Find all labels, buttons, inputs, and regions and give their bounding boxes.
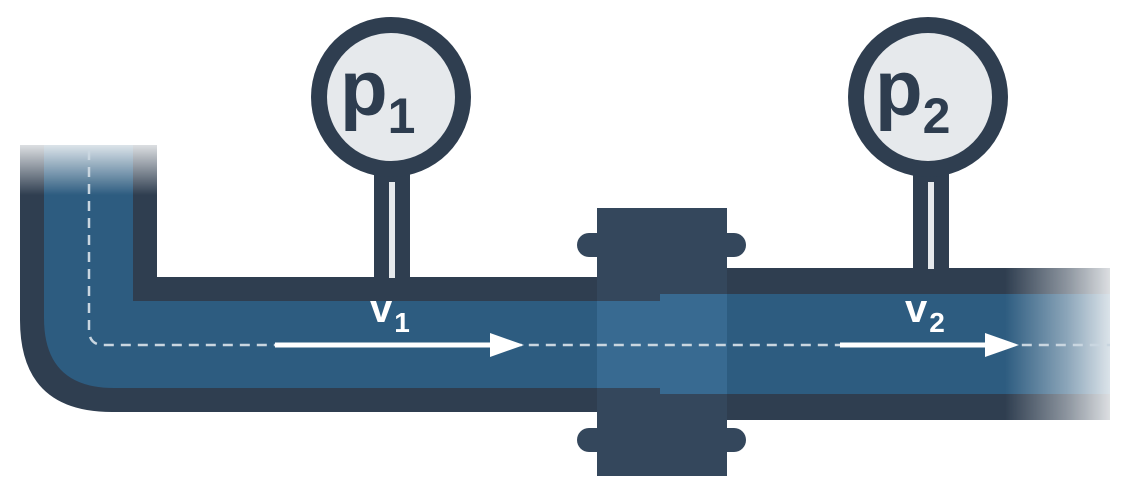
left-pipe-fluid xyxy=(44,145,600,388)
pressure-gauge-1: p1 xyxy=(311,17,471,280)
velocity-arrow-2-head xyxy=(985,333,1019,357)
left-pipe-fade xyxy=(0,135,175,195)
velocity-label-2: v2 xyxy=(905,287,945,338)
streamline xyxy=(87,150,1110,347)
gauge-1-face xyxy=(327,33,455,161)
velocity-label-1: v1 xyxy=(370,287,410,338)
flange-fluid xyxy=(597,294,727,394)
pressure-gauge-2: p2 xyxy=(848,17,1008,271)
gauge-2-label: p2 xyxy=(875,44,950,144)
velocity-arrow-1-head xyxy=(490,333,524,357)
gauge-1-label: p1 xyxy=(340,44,415,144)
gauge-2-stem-slot xyxy=(928,182,934,269)
gauge-2-face xyxy=(864,33,992,161)
gauge-1-stem-slot xyxy=(389,182,395,278)
